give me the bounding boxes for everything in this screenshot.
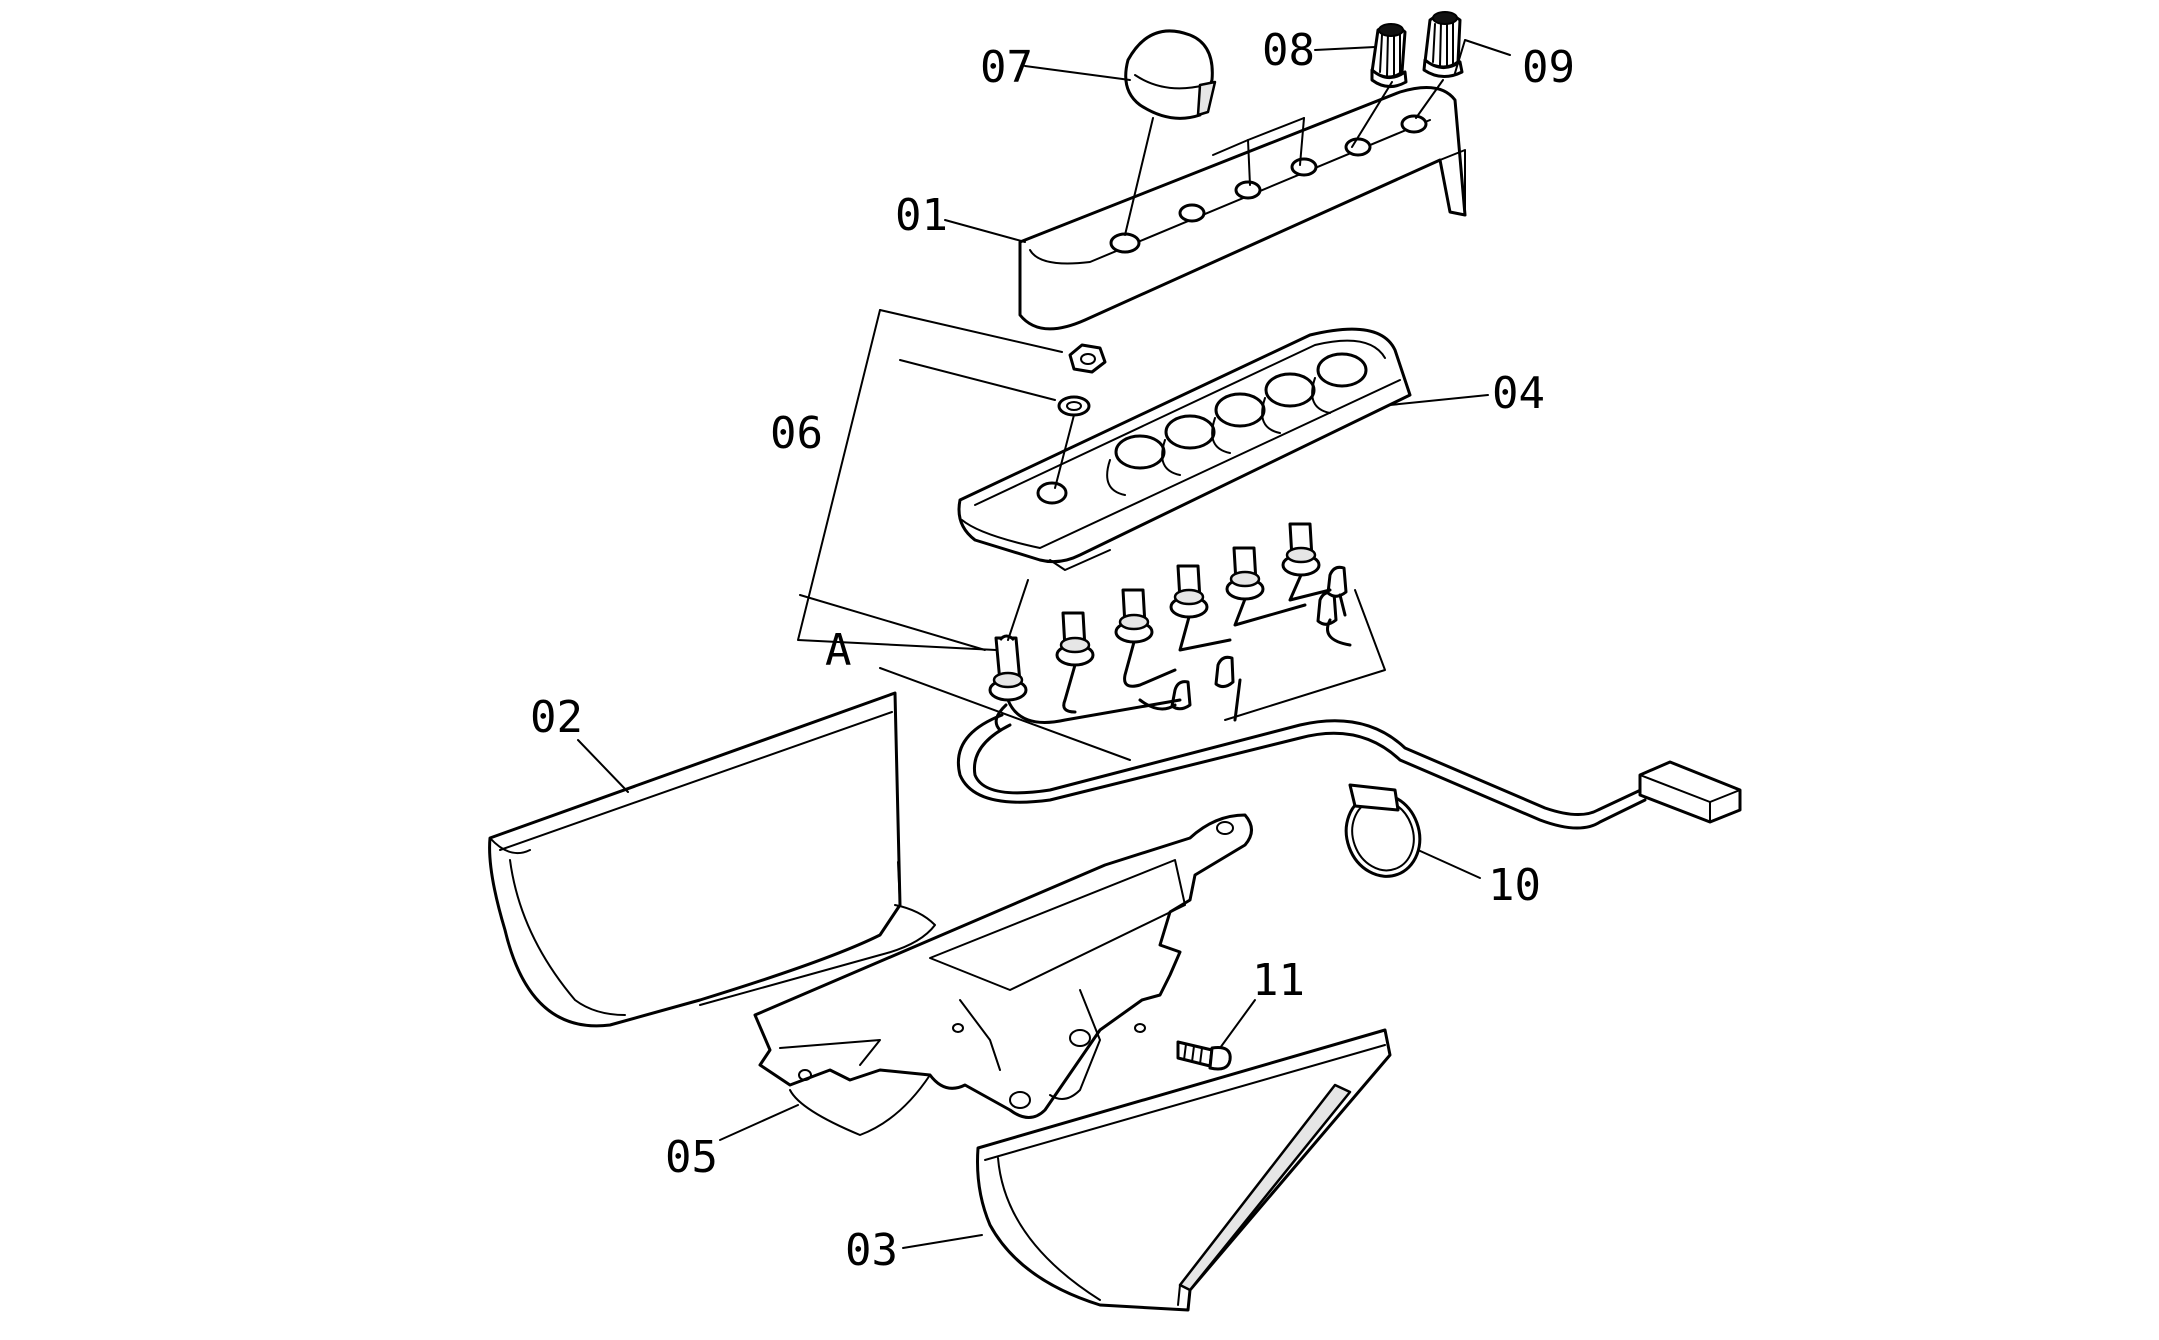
callout-labels: 07 08 09 01 04 06 A 02 10 11 05 03 <box>530 25 1575 1276</box>
callout-08: 08 <box>1262 25 1315 76</box>
switch-wiring-assembly <box>879 522 1742 830</box>
callout-04: 04 <box>1492 368 1545 419</box>
callout-02: 02 <box>530 692 583 743</box>
part-07-knob <box>1124 29 1217 120</box>
callout-11: 11 <box>1252 955 1305 1006</box>
toggle-switch <box>1281 522 1321 577</box>
part-05-bracket-plate <box>753 813 1253 1136</box>
toggle-switch <box>1169 564 1209 619</box>
callout-03: 03 <box>845 1225 898 1276</box>
part-08-knurled-knob <box>1370 23 1408 88</box>
part-01-top-cover <box>1018 86 1467 331</box>
toggle-switch <box>1055 611 1095 667</box>
part-10-cable-tie <box>1344 783 1422 878</box>
part-11-screw <box>1176 1040 1232 1071</box>
callout-07: 07 <box>980 42 1033 93</box>
callout-06: 06 <box>770 408 823 459</box>
toggle-switch <box>988 634 1028 702</box>
callout-01: 01 <box>895 190 948 241</box>
toggle-switch <box>1114 588 1154 644</box>
callout-05: 05 <box>665 1132 718 1183</box>
callout-10: 10 <box>1488 860 1541 911</box>
part-03-bottom-cover <box>976 1028 1392 1312</box>
part-02-side-cover <box>488 691 936 1028</box>
part-04-switch-housing <box>957 327 1412 571</box>
toggle-switch <box>1225 546 1265 601</box>
part-06-nut-washer <box>797 309 1107 651</box>
callout-09: 09 <box>1522 42 1575 93</box>
callout-A: A <box>825 625 852 676</box>
leader-lines <box>577 39 1511 1249</box>
